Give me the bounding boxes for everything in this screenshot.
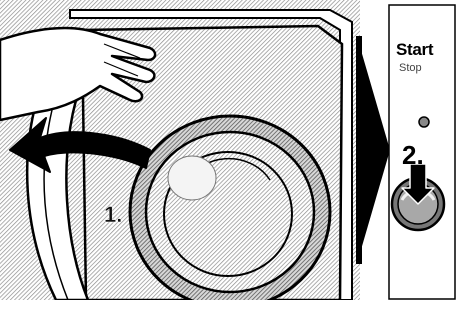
step-1-label: 1. [104,202,122,228]
washer-door-illustration [0,0,360,300]
step-2-label: 2. [402,140,424,171]
porthole-window [130,116,330,300]
control-panel-detail: Start Stop 2. [388,4,456,300]
indicator-light [419,117,429,127]
